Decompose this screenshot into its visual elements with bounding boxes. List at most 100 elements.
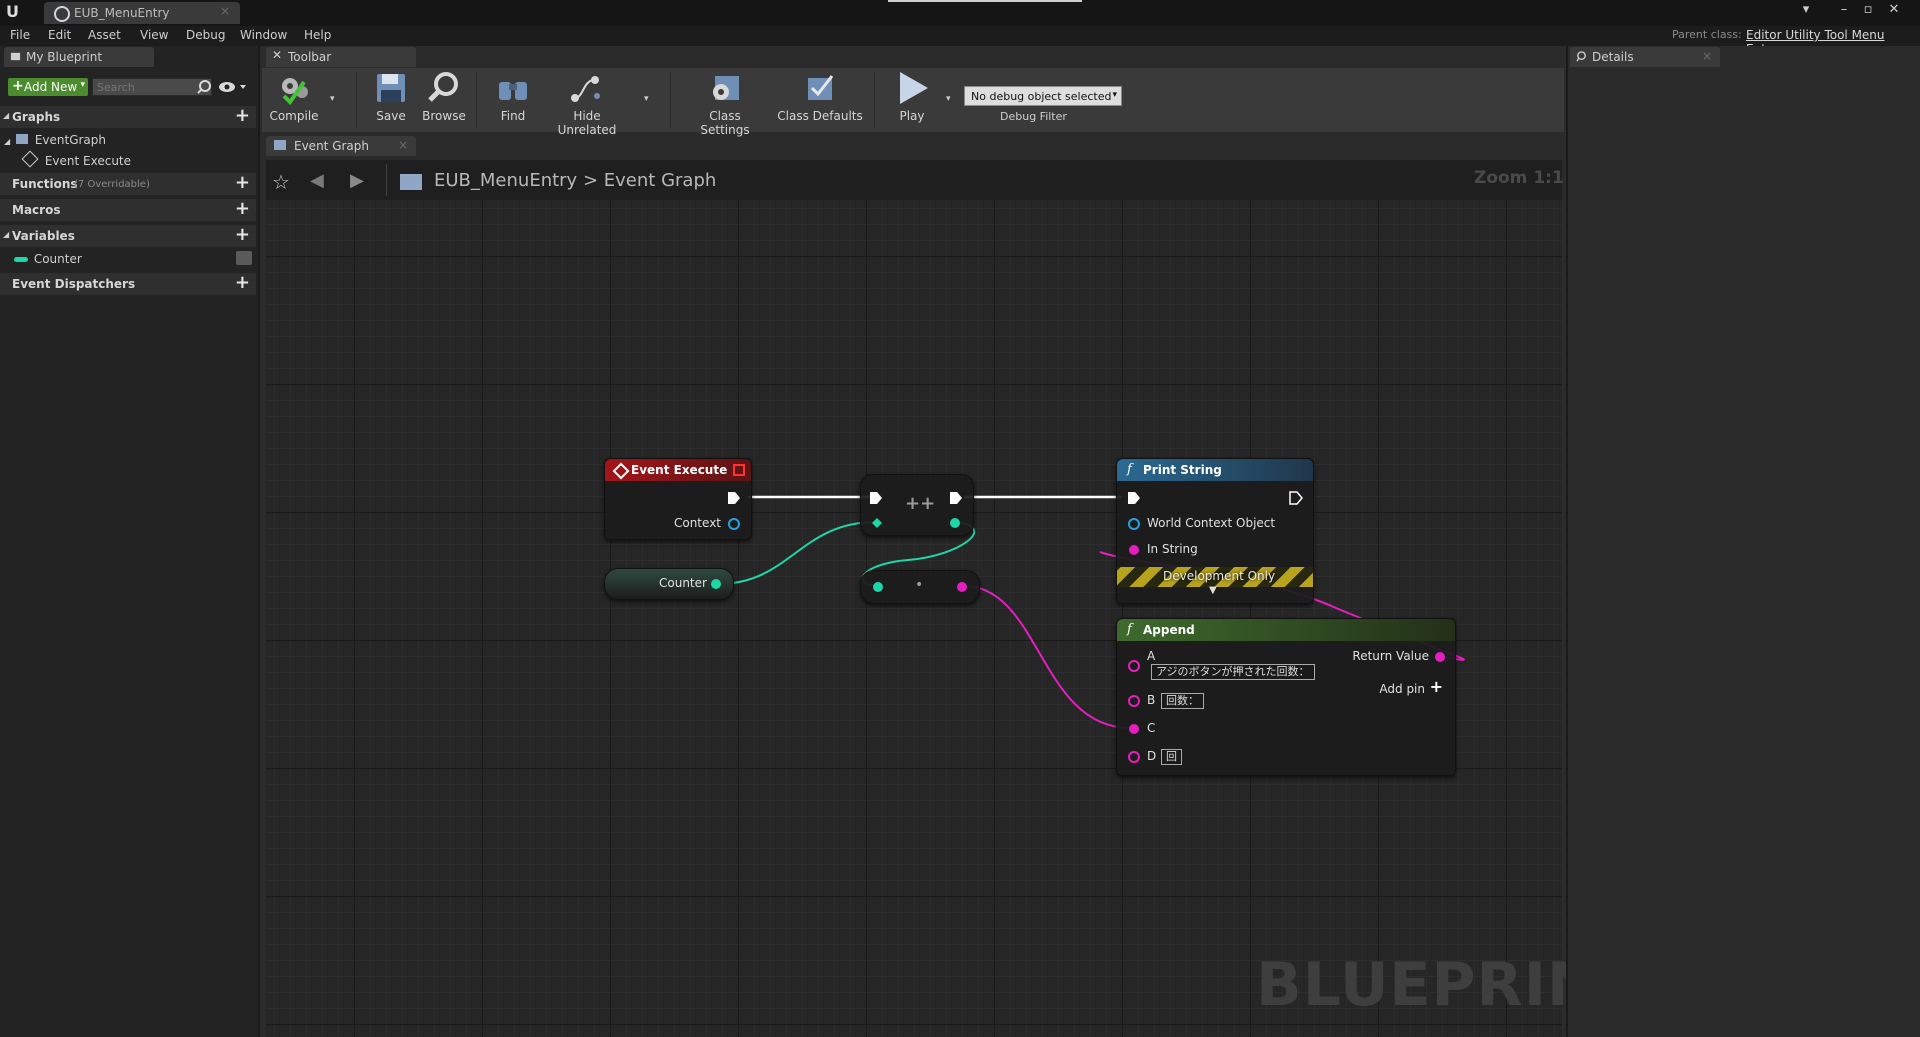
functions-section-label: Functions bbox=[12, 177, 78, 191]
forward-arrow-icon[interactable]: ▶ bbox=[350, 170, 364, 191]
event-dispatchers-section-header[interactable]: Event Dispatchers + bbox=[0, 273, 256, 295]
document-tab[interactable]: EUB_MenuEntry × bbox=[44, 2, 240, 24]
exec-out-pin-icon[interactable] bbox=[727, 491, 741, 505]
pin-d-input[interactable]: 回 bbox=[1161, 749, 1182, 765]
plus-icon: + bbox=[12, 78, 24, 94]
tree-item-event-execute[interactable]: Event Execute bbox=[21, 150, 131, 168]
increment-node[interactable]: ++ bbox=[860, 474, 974, 536]
menu-help[interactable]: Help bbox=[304, 28, 332, 42]
add-variable-button[interactable]: + bbox=[234, 224, 250, 245]
visibility-eye-icon[interactable] bbox=[236, 251, 252, 265]
my-blueprint-tab-label: My Blueprint bbox=[26, 50, 103, 64]
breadcrumb-leaf: Event Graph bbox=[603, 170, 717, 191]
my-blueprint-tab[interactable]: My Blueprint bbox=[4, 47, 154, 67]
close-icon[interactable]: × bbox=[397, 138, 408, 152]
class-settings-button[interactable]: Class Settings bbox=[684, 70, 766, 137]
save-button[interactable]: Save bbox=[370, 70, 412, 123]
save-floppy-icon bbox=[377, 74, 405, 102]
event-graph-tab[interactable]: Event Graph × bbox=[266, 136, 416, 156]
notification-icon[interactable]: ▾ bbox=[1802, 2, 1810, 17]
exec-in-pin-icon[interactable] bbox=[1127, 491, 1141, 505]
event-execute-node[interactable]: Event Execute Context bbox=[604, 458, 752, 540]
variable-item-counter[interactable]: Counter bbox=[14, 251, 252, 266]
close-window-button[interactable]: ✕ bbox=[1888, 2, 1900, 17]
delegate-pin-icon[interactable] bbox=[733, 464, 745, 476]
view-options-eye-icon[interactable] bbox=[218, 80, 248, 94]
functions-section-header[interactable]: Functions (7 Overridable) + bbox=[0, 173, 256, 195]
compile-options-arrow-icon[interactable]: ▾ bbox=[330, 94, 335, 104]
compile-button[interactable]: Compile bbox=[268, 70, 320, 123]
print-string-node[interactable]: f Print String World Context Object In S… bbox=[1116, 458, 1314, 604]
string-in-pin-icon[interactable] bbox=[1127, 750, 1141, 764]
variables-section-header[interactable]: ◢ Variables + bbox=[0, 225, 256, 247]
string-in-pin-icon[interactable] bbox=[1127, 543, 1141, 557]
progress-line bbox=[888, 0, 1082, 2]
breadcrumb-root[interactable]: EUB_MenuEntry bbox=[434, 170, 578, 191]
search-icon[interactable] bbox=[196, 79, 212, 95]
add-pin-plus-icon[interactable]: + bbox=[1429, 677, 1443, 696]
string-in-pin-icon[interactable] bbox=[1127, 694, 1141, 708]
menu-view[interactable]: View bbox=[140, 28, 169, 42]
string-in-pin-icon[interactable] bbox=[1127, 722, 1141, 736]
class-defaults-button[interactable]: Class Defaults bbox=[776, 70, 864, 123]
exec-in-pin-icon[interactable] bbox=[869, 491, 883, 505]
hide-unrelated-options-arrow-icon[interactable]: ▾ bbox=[644, 94, 649, 104]
play-button[interactable]: Play bbox=[884, 70, 940, 123]
integer-out-pin-icon[interactable] bbox=[949, 517, 961, 529]
unreal-logo-icon: U bbox=[6, 2, 19, 21]
append-node[interactable]: f Append A アジのボタンが押された回数： Return Value A… bbox=[1116, 618, 1456, 776]
integer-type-icon bbox=[14, 257, 28, 262]
macros-section-header[interactable]: Macros + bbox=[0, 199, 256, 221]
pin-b-input[interactable]: 回数： bbox=[1161, 693, 1204, 709]
graph-icon bbox=[15, 134, 28, 144]
browse-button[interactable]: Browse bbox=[420, 70, 468, 123]
minimize-button[interactable]: – bbox=[1840, 2, 1848, 17]
add-function-button[interactable]: + bbox=[234, 172, 250, 193]
add-macro-button[interactable]: + bbox=[234, 198, 250, 219]
expand-advanced-arrow-icon[interactable]: ▼ bbox=[1209, 585, 1217, 596]
close-icon[interactable]: × bbox=[219, 4, 230, 18]
menu-file[interactable]: File bbox=[10, 28, 31, 42]
context-object-pin-icon[interactable] bbox=[727, 517, 741, 531]
function-f-icon: f bbox=[1127, 462, 1132, 477]
object-in-pin-icon[interactable] bbox=[1127, 517, 1141, 531]
string-out-pin-icon[interactable] bbox=[955, 580, 969, 594]
details-tab[interactable]: Details × bbox=[1570, 47, 1720, 67]
restore-button[interactable]: ▫ bbox=[1863, 2, 1873, 17]
integer-in-pin-icon[interactable] bbox=[871, 517, 883, 529]
add-new-button[interactable]: + Add New ▾ bbox=[8, 78, 88, 96]
menu-window[interactable]: Window bbox=[240, 28, 288, 42]
toolbar-tab[interactable]: ✕ Toolbar bbox=[266, 47, 416, 67]
menu-debug[interactable]: Debug bbox=[186, 28, 226, 42]
find-button[interactable]: Find bbox=[490, 70, 536, 123]
string-in-pin-icon[interactable] bbox=[1127, 659, 1141, 673]
blueprint-search-input[interactable] bbox=[92, 78, 212, 96]
graphs-section-header[interactable]: ◢ Graphs + bbox=[0, 106, 256, 128]
add-pin-label[interactable]: Add pin bbox=[1379, 682, 1425, 696]
integer-in-pin-icon[interactable] bbox=[871, 580, 885, 594]
pin-a-input[interactable]: アジのボタンが押された回数： bbox=[1151, 664, 1315, 680]
add-graph-button[interactable]: + bbox=[234, 105, 250, 126]
hide-unrelated-button[interactable]: Hide Unrelated bbox=[544, 70, 630, 137]
exec-out-pin-icon[interactable] bbox=[1289, 491, 1303, 505]
return-value-pin-label: Return Value bbox=[1352, 649, 1429, 663]
compile-gear-icon bbox=[282, 78, 308, 106]
add-event-dispatcher-button[interactable]: + bbox=[234, 272, 250, 293]
class-defaults-label: Class Defaults bbox=[777, 109, 863, 123]
int-to-string-node[interactable]: • bbox=[860, 570, 980, 604]
integer-out-pin-icon[interactable] bbox=[709, 577, 723, 591]
play-options-arrow-icon[interactable]: ▾ bbox=[946, 94, 951, 104]
exec-out-pin-icon[interactable] bbox=[949, 491, 963, 505]
toolbar bbox=[262, 68, 1564, 132]
menu-asset[interactable]: Asset bbox=[88, 28, 121, 42]
expand-arrow-icon: ◢ bbox=[3, 111, 10, 120]
string-out-pin-icon[interactable] bbox=[1433, 650, 1447, 664]
favorite-star-icon[interactable]: ☆ bbox=[272, 170, 290, 194]
toolbar-separator bbox=[356, 72, 357, 128]
counter-variable-node[interactable]: Counter bbox=[604, 568, 734, 600]
debug-object-select[interactable]: No debug object selected ▾ bbox=[964, 86, 1122, 106]
menu-edit[interactable]: Edit bbox=[48, 28, 72, 42]
tree-item-eventgraph[interactable]: ◢ EventGraph bbox=[4, 133, 106, 147]
close-icon[interactable]: × bbox=[1701, 49, 1712, 63]
back-arrow-icon[interactable]: ◀ bbox=[310, 170, 324, 191]
